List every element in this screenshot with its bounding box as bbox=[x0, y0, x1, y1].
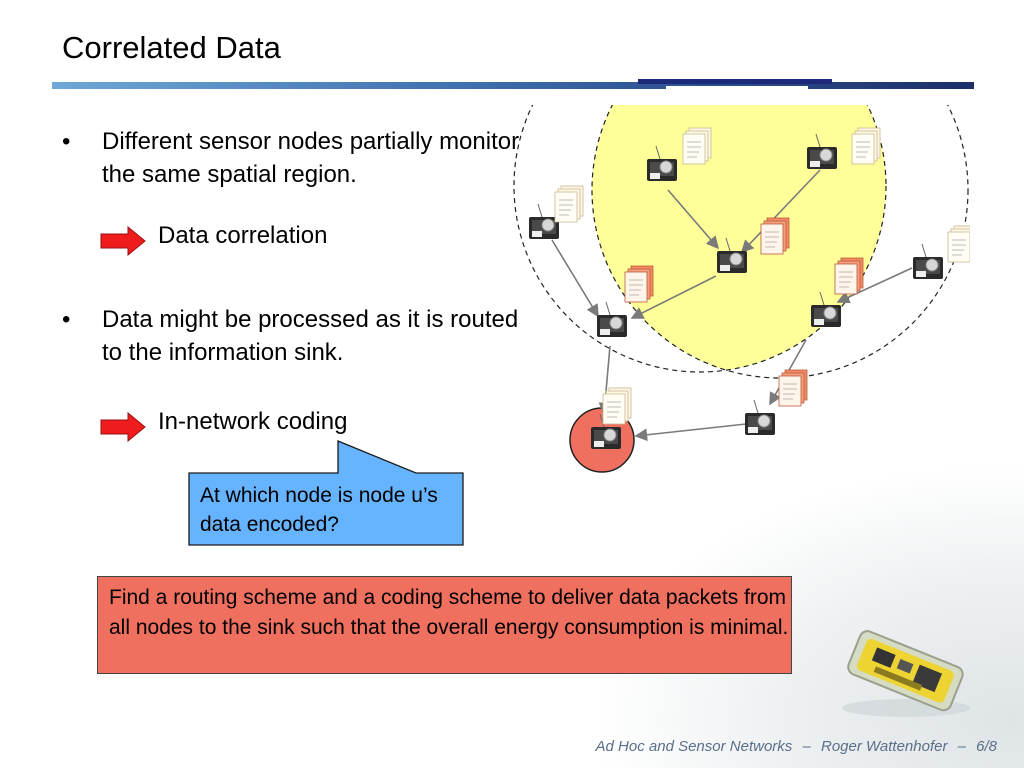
callout-text: At which node is node u’s data encoded? bbox=[200, 484, 438, 536]
title-underline-bar bbox=[52, 82, 974, 89]
bullet-dot-icon: • bbox=[62, 128, 71, 155]
footer-page-number: 6/8 bbox=[976, 738, 997, 755]
footer-separator: – bbox=[802, 738, 811, 755]
callout-bubble bbox=[188, 440, 464, 546]
problem-statement-box: Find a routing scheme and a coding schem… bbox=[97, 576, 792, 674]
implication-label: In-network coding bbox=[158, 408, 348, 435]
red-right-arrow-icon bbox=[100, 412, 146, 442]
bullet-dot-icon: • bbox=[62, 306, 71, 333]
footer-course: Ad Hoc and Sensor Networks bbox=[595, 738, 793, 755]
title-bar-gap bbox=[666, 86, 808, 91]
bullet-text: Data might be processed as it is routed … bbox=[102, 306, 519, 366]
slide-title: Correlated Data bbox=[62, 30, 281, 65]
title-bar-accent bbox=[638, 79, 832, 84]
bullet-text: Different sensor nodes partially monitor… bbox=[102, 128, 520, 188]
implication-label: Data correlation bbox=[158, 222, 328, 249]
slide-footer: Ad Hoc and Sensor Networks – Roger Watte… bbox=[593, 738, 1000, 755]
footer-author: Roger Wattenhofer bbox=[820, 738, 948, 755]
red-right-arrow-icon bbox=[100, 226, 146, 256]
footer-separator: – bbox=[957, 738, 966, 755]
sensor-network-diagram bbox=[500, 95, 970, 473]
sensor-device-photo bbox=[842, 630, 970, 717]
